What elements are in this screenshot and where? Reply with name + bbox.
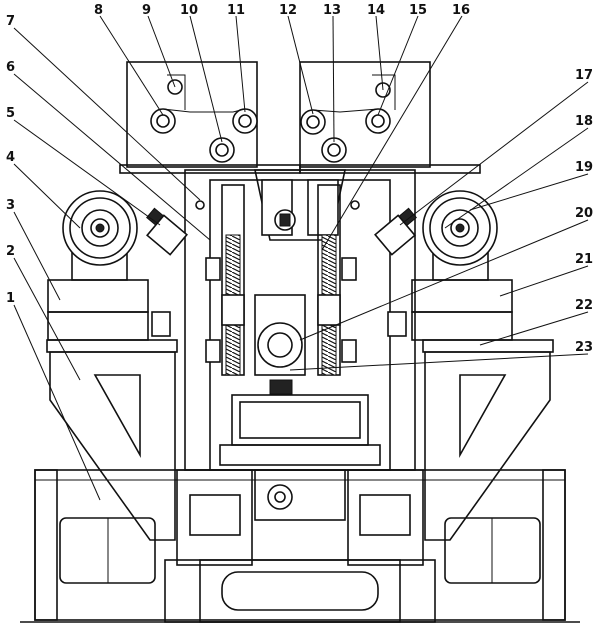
callout-22: 22 [575, 298, 593, 313]
callout-16: 16 [452, 3, 470, 18]
callout-7: 7 [6, 14, 15, 29]
callout-13: 13 [323, 3, 341, 18]
right-motor [374, 190, 513, 341]
lower-side-blocks [176, 469, 424, 566]
callout-6: 6 [6, 60, 15, 75]
right-top-panel [299, 61, 481, 174]
left-support-column [46, 339, 178, 541]
callout-21: 21 [575, 252, 593, 267]
callout-11: 11 [227, 3, 245, 18]
callout-4: 4 [6, 150, 15, 165]
right-support-column [422, 339, 554, 541]
callout-18: 18 [575, 114, 593, 129]
callout-10: 10 [180, 3, 198, 18]
callout-14: 14 [367, 3, 385, 18]
base-frame [20, 469, 580, 623]
central-tower [184, 169, 416, 471]
callout-19: 19 [575, 160, 593, 175]
callout-1: 1 [6, 291, 15, 306]
callout-8: 8 [94, 3, 103, 18]
left-motor [47, 190, 188, 341]
left-top-panel [119, 61, 301, 174]
callout-5: 5 [6, 106, 15, 121]
callout-20: 20 [575, 206, 593, 221]
callout-17: 17 [575, 68, 593, 83]
callout-3: 3 [6, 198, 15, 213]
callout-15: 15 [409, 3, 427, 18]
callout-23: 23 [575, 340, 593, 355]
callout-9: 9 [142, 3, 151, 18]
callout-leaders [13, 15, 589, 501]
callout-12: 12 [279, 3, 297, 18]
callout-2: 2 [6, 244, 15, 259]
callout-labels: 1 2 3 4 5 6 7 8 9 10 11 12 13 14 15 16 1… [6, 3, 593, 355]
